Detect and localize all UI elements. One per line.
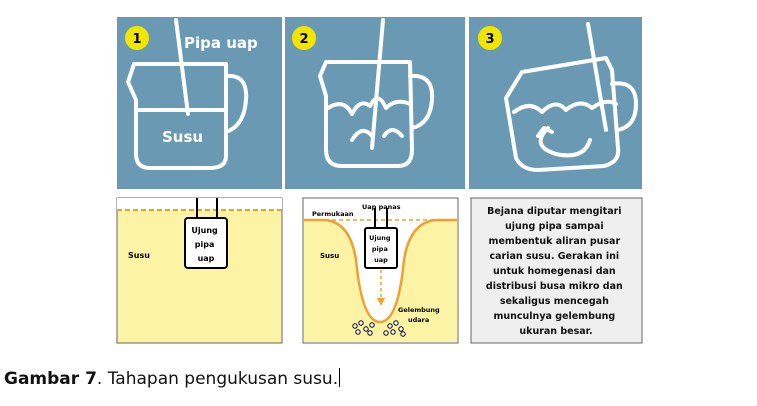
text-cursor xyxy=(339,368,341,387)
tip-label-line: uap xyxy=(374,256,388,264)
svg-text:Ujung pipa uap: Ujung pipa uap xyxy=(191,226,220,263)
step-badge-3 xyxy=(478,26,502,50)
figure-caption[interactable]: Gambar 7. Tahapan pengukusan susu. xyxy=(4,368,341,389)
pipe-tip-box-1 xyxy=(184,217,228,269)
steam-pipe-1 xyxy=(174,18,190,116)
tip-label-line: Ujung xyxy=(369,234,391,242)
top-panel-3: 3 xyxy=(469,17,642,189)
step-badge-2 xyxy=(292,26,316,50)
steam-pipe-3 xyxy=(586,22,608,132)
explanation-line: sekaligus mencegah xyxy=(500,296,609,307)
explanation-line: distribusi busa mikro dan xyxy=(486,281,623,292)
explanation-line: ujung pipa sampai xyxy=(505,221,604,232)
bottom-panel-2: Ujung pipa uap Permukaan Uap panas Susu … xyxy=(302,197,459,344)
step-badge-1 xyxy=(125,26,149,50)
pitcher-1-icon xyxy=(126,62,249,170)
step-number-2: 2 xyxy=(299,32,308,47)
caption-label: Gambar 7 xyxy=(4,369,97,389)
explanation-line: munculnya gelembung xyxy=(493,311,615,322)
milk-label-bottom-1: Susu xyxy=(128,251,150,260)
top-panel-2: 2 xyxy=(285,17,465,189)
explanation-line: carian susu. Gerakan ini xyxy=(490,251,620,262)
pitcher-2-icon xyxy=(318,60,435,168)
explanation-line: untuk homegenasi dan xyxy=(493,266,616,277)
step-number-3: 3 xyxy=(485,32,494,47)
steam-label: Uap panas xyxy=(362,203,401,211)
svg-text:Ujung pipa uap: Ujung pipa uap xyxy=(369,234,393,264)
top-panel-1: 1 Pipa uap Susu xyxy=(117,17,282,189)
bottom-panel-1: Ujung pipa uap Susu xyxy=(116,197,283,344)
pipe-label: Pipa uap xyxy=(184,34,258,52)
caption-text: . Tahapan pengukusan susu. xyxy=(96,369,339,389)
step-number-1: 1 xyxy=(132,32,141,47)
air-bubbles-icon xyxy=(352,320,406,337)
tip-label-line: pipa xyxy=(372,245,388,253)
surface-label: Permukaan xyxy=(312,210,354,218)
steam-pipe-2 xyxy=(370,18,385,150)
bubbles-label-line: Gelembung xyxy=(398,306,440,314)
milk-label-top: Susu xyxy=(162,128,203,146)
tip-label-line: Ujung xyxy=(191,226,218,235)
milk-label-bottom-2: Susu xyxy=(320,252,339,260)
pipe-tip-box-2 xyxy=(364,227,398,269)
vortex-curve xyxy=(304,218,457,324)
bottom-panel-3: Bejana diputar mengitari ujung pipa samp… xyxy=(470,197,643,344)
explanation-line: ukuran besar. xyxy=(519,326,592,337)
bubbles-label-line: udara xyxy=(408,316,429,324)
explanation-text: Bejana diputar mengitari ujung pipa samp… xyxy=(486,206,626,337)
explanation-line: membentuk aliran pusar xyxy=(489,236,621,247)
tip-label-line: uap xyxy=(198,254,215,263)
svg-text:Gelembung udara: Gelembung udara xyxy=(398,306,442,324)
tip-label-line: pipa xyxy=(195,240,215,249)
explanation-line: Bejana diputar mengitari xyxy=(487,206,621,217)
